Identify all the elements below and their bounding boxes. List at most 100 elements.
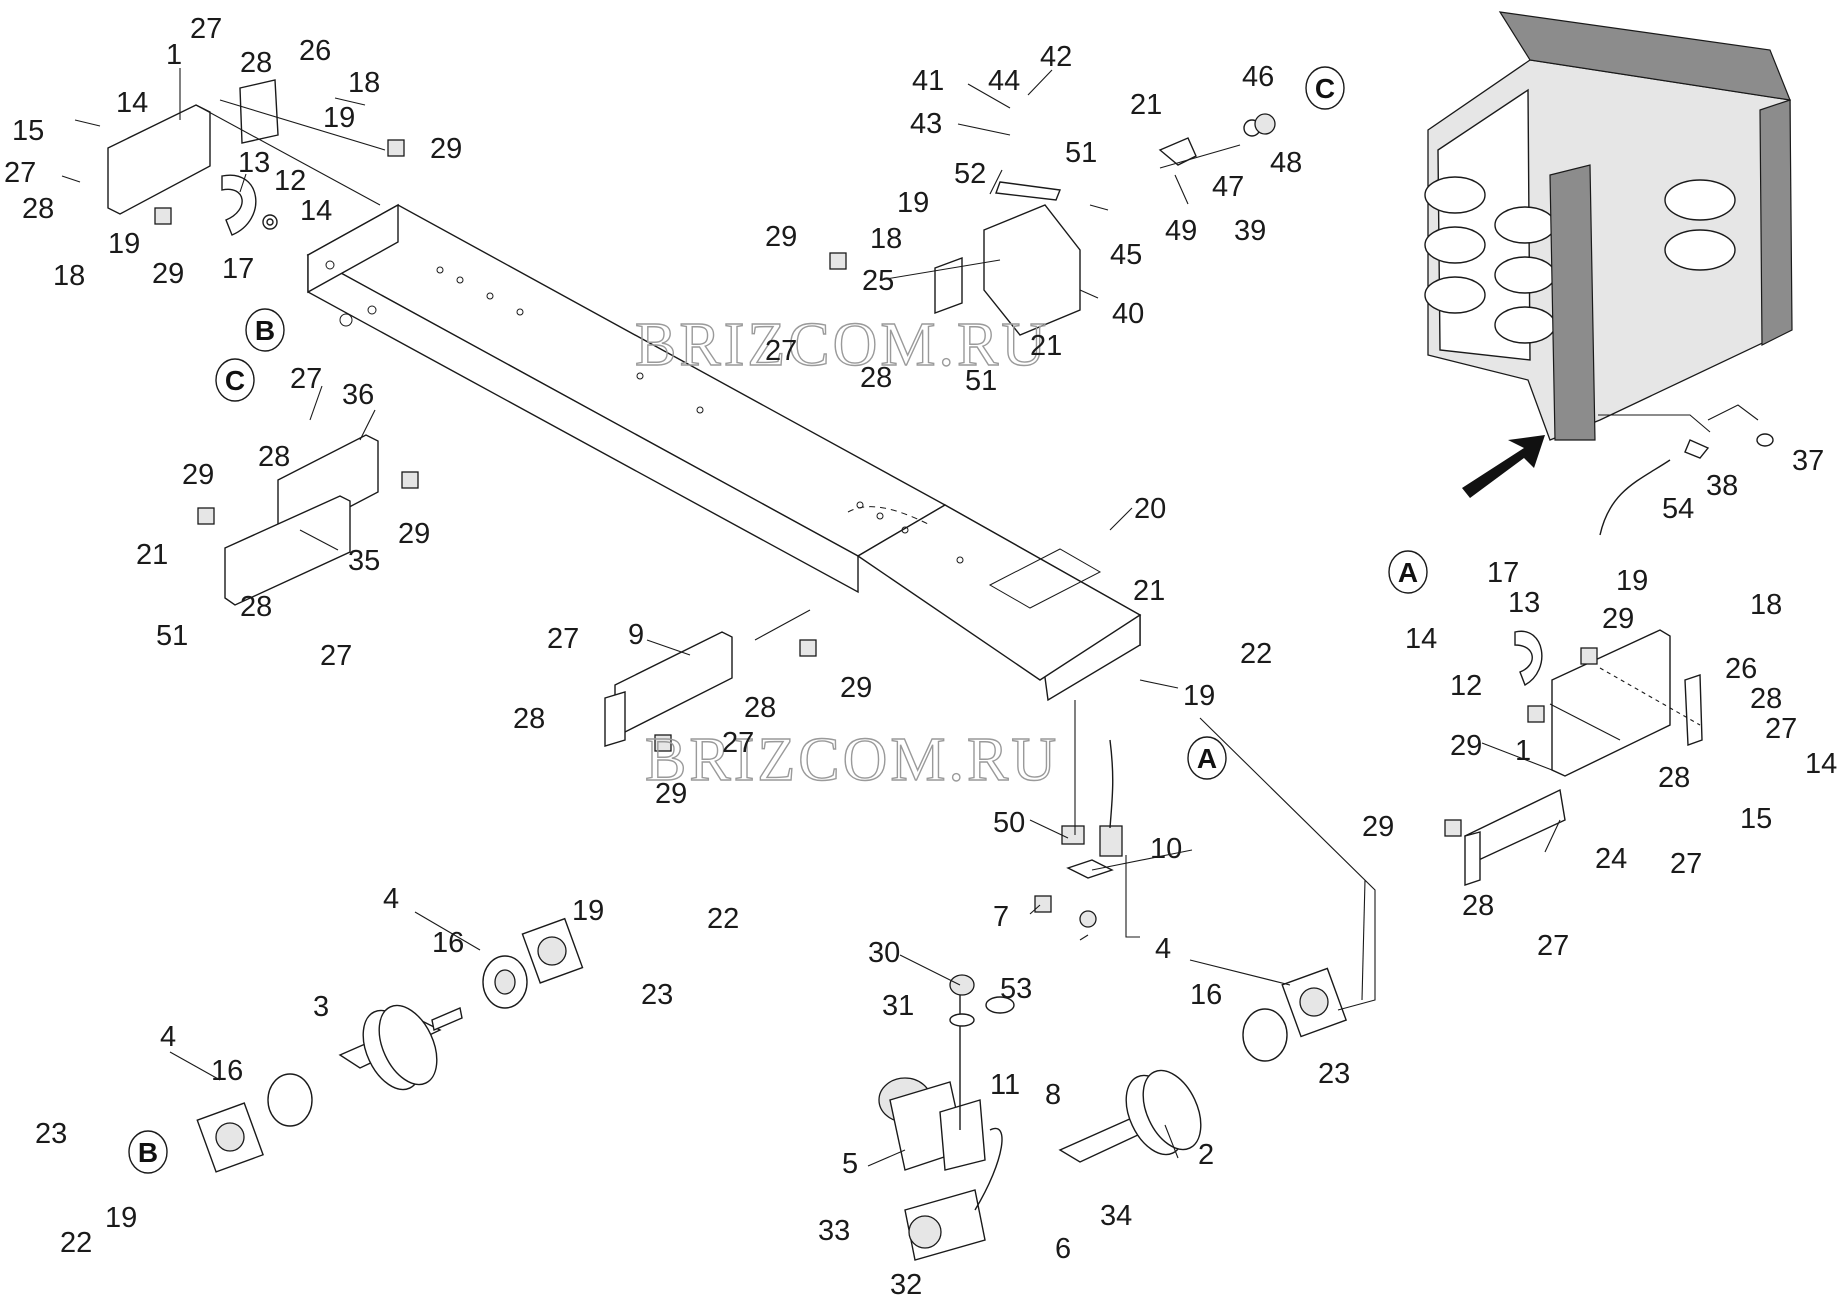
svg-text:C: C <box>225 365 245 396</box>
callout-label: 49 <box>1165 215 1197 247</box>
main-beam <box>306 203 1142 702</box>
callout-label: 4 <box>1155 933 1171 965</box>
callout-label: 19 <box>572 895 604 927</box>
callout-label: 28 <box>1750 683 1782 715</box>
callout-label: 18 <box>870 223 902 255</box>
callout-label: 4 <box>160 1021 176 1053</box>
callout-label: 22 <box>707 903 739 935</box>
callout-label: 18 <box>53 260 85 292</box>
callout-label: 19 <box>1183 680 1215 712</box>
callout-label: 21 <box>136 539 168 571</box>
callout-label: 30 <box>868 937 900 969</box>
callout-label: 50 <box>993 807 1025 839</box>
callout-label: 27 <box>190 13 222 45</box>
callout-label: 27 <box>1670 848 1702 880</box>
callout-label: 38 <box>1706 470 1738 502</box>
callout-label: 23 <box>35 1118 67 1150</box>
callout-label: 4 <box>383 883 399 915</box>
callout-label: 14 <box>116 87 148 119</box>
callout-labels: 1 27 28 26 18 19 29 15 14 13 12 14 27 28… <box>4 13 1837 1301</box>
callout-label: 29 <box>1362 811 1394 843</box>
callout-label: 28 <box>258 441 290 473</box>
left-mid-bracket-assembly <box>197 434 419 606</box>
callout-label: 46 <box>1242 61 1274 93</box>
callout-label: 22 <box>60 1227 92 1259</box>
callout-label: 42 <box>1040 41 1072 73</box>
callout-label: 21 <box>1133 575 1165 607</box>
callout-label: 26 <box>1725 653 1757 685</box>
callout-label: 19 <box>1616 565 1648 597</box>
center-bracket-assembly <box>604 609 817 752</box>
watermark-text: BRIZCOM.RU <box>645 726 1059 794</box>
svg-text:A: A <box>1197 743 1217 774</box>
callout-label: 2 <box>1198 1139 1214 1171</box>
callout-label: 44 <box>988 65 1020 97</box>
callout-label: 1 <box>166 39 182 71</box>
right-shaft-motor-assembly <box>878 967 1348 1261</box>
callout-label: 34 <box>1100 1200 1132 1232</box>
callout-label: 3 <box>313 991 329 1023</box>
callout-label: 31 <box>882 990 914 1022</box>
callout-label: 12 <box>274 165 306 197</box>
callout-label: 19 <box>105 1202 137 1234</box>
callout-label: 19 <box>897 187 929 219</box>
callout-label: 52 <box>954 158 986 190</box>
callout-label: 29 <box>1450 730 1482 762</box>
circle-marker-c-1: C <box>215 358 255 402</box>
callout-label: 10 <box>1150 833 1182 865</box>
callout-label: 18 <box>1750 589 1782 621</box>
sensor-assembly <box>1034 700 1140 938</box>
callout-label: 53 <box>1000 973 1032 1005</box>
callout-label: 27 <box>1537 930 1569 962</box>
callout-label: 27 <box>290 363 322 395</box>
callout-label: 19 <box>323 102 355 134</box>
right-side-bracket-assembly <box>1444 629 1703 886</box>
callout-label: 27 <box>4 157 36 189</box>
callout-label: 11 <box>990 1069 1020 1101</box>
top-center-bracket-assembly <box>829 113 1276 336</box>
callout-label: 27 <box>320 640 352 672</box>
callout-label: 40 <box>1112 298 1144 330</box>
callout-label: 47 <box>1212 171 1244 203</box>
callout-label: 28 <box>1462 890 1494 922</box>
callout-label: 1 <box>1515 735 1531 767</box>
callout-label: 12 <box>1450 670 1482 702</box>
callout-label: 28 <box>860 362 892 394</box>
callout-label: 51 <box>156 620 188 652</box>
callout-label: 29 <box>840 672 872 704</box>
circle-marker-a-1: A <box>1187 736 1227 780</box>
callout-label: 13 <box>1508 587 1540 619</box>
callout-label: 39 <box>1234 215 1266 247</box>
callout-label: 23 <box>641 979 673 1011</box>
top-left-bracket-assembly <box>107 79 405 236</box>
callout-label: 5 <box>842 1148 858 1180</box>
callout-label: 28 <box>744 692 776 724</box>
callout-label: 28 <box>1658 762 1690 794</box>
callout-label: 24 <box>1595 843 1627 875</box>
callout-label: 14 <box>1405 623 1437 655</box>
callout-label: 29 <box>182 459 214 491</box>
callout-label: 22 <box>1240 638 1272 670</box>
callout-label: 35 <box>348 545 380 577</box>
callout-label: 29 <box>398 518 430 550</box>
callout-label: 15 <box>1740 803 1772 835</box>
circle-marker-b-1: B <box>245 308 285 352</box>
callout-label: 29 <box>655 778 687 810</box>
callout-label: 20 <box>1134 493 1166 525</box>
callout-label: 48 <box>1270 147 1302 179</box>
callout-label: 28 <box>240 47 272 79</box>
callout-label: 19 <box>108 228 140 260</box>
watermark-text: BRIZCOM.RU <box>635 311 1049 379</box>
callout-label: 14 <box>1805 748 1837 780</box>
machine-overview-inset <box>1424 11 1793 536</box>
callout-label: 36 <box>342 379 374 411</box>
callout-label: 32 <box>890 1269 922 1301</box>
callout-label: 17 <box>222 253 254 285</box>
callout-label: 29 <box>765 221 797 253</box>
svg-text:B: B <box>138 1137 158 1168</box>
callout-label: 21 <box>1130 89 1162 121</box>
callout-label: 33 <box>818 1215 850 1247</box>
callout-label: 8 <box>1045 1079 1061 1111</box>
circle-marker-b-2: B <box>128 1130 168 1174</box>
callout-label: 54 <box>1662 493 1694 525</box>
